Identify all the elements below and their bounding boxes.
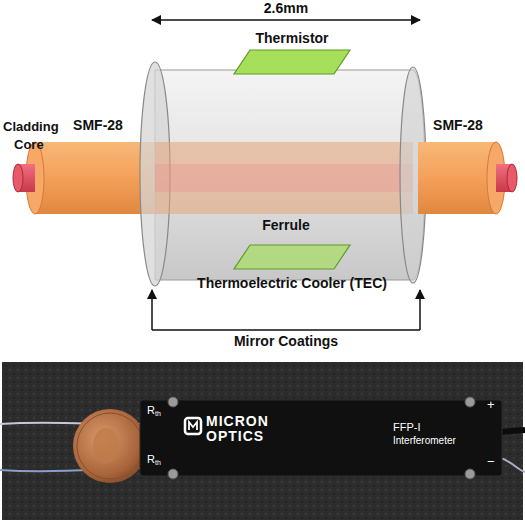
- pin-name: +: [487, 398, 495, 412]
- part-name: Core: [14, 138, 44, 152]
- mirror-leader: [152, 290, 420, 330]
- model-name: Interferometer: [393, 435, 456, 446]
- brand-name: MICRON OPTICS: [206, 414, 286, 444]
- part-name: Ferrule: [262, 218, 309, 233]
- part-name: SMF-28: [433, 118, 483, 133]
- pin-name: −: [487, 455, 495, 469]
- dimension-arrow: [152, 19, 420, 21]
- part-name: Mirror Coatings: [234, 334, 338, 349]
- pin-name: th: [155, 410, 161, 418]
- pin-name: R: [147, 453, 155, 465]
- plate-outline: [234, 50, 350, 74]
- left-fiber: [13, 142, 160, 214]
- thermistor-plate: Thermistor: [234, 50, 350, 74]
- pin-name: R: [147, 404, 155, 416]
- device-photo: [0, 362, 525, 520]
- plate: [234, 245, 350, 269]
- part-name: SMF-28: [73, 118, 123, 133]
- node-label: Thermistor: [255, 30, 328, 46]
- penny: [73, 409, 147, 483]
- plate: [234, 50, 350, 74]
- node-label: Thermoelectric Cooler (TEC): [197, 275, 387, 291]
- plate-outline: [234, 245, 350, 269]
- ferrule: [140, 62, 426, 286]
- logo: [185, 418, 201, 434]
- right-fiber: [418, 142, 517, 214]
- part-name: Cladding: [3, 120, 59, 134]
- interferometer-box: [140, 400, 502, 476]
- model-name: FFP-I: [393, 421, 421, 433]
- dimension-label: 2.6mm: [264, 1, 308, 16]
- pin-name: th: [155, 459, 161, 467]
- tec-plate: Thermoelectric Cooler (TEC): [234, 245, 350, 269]
